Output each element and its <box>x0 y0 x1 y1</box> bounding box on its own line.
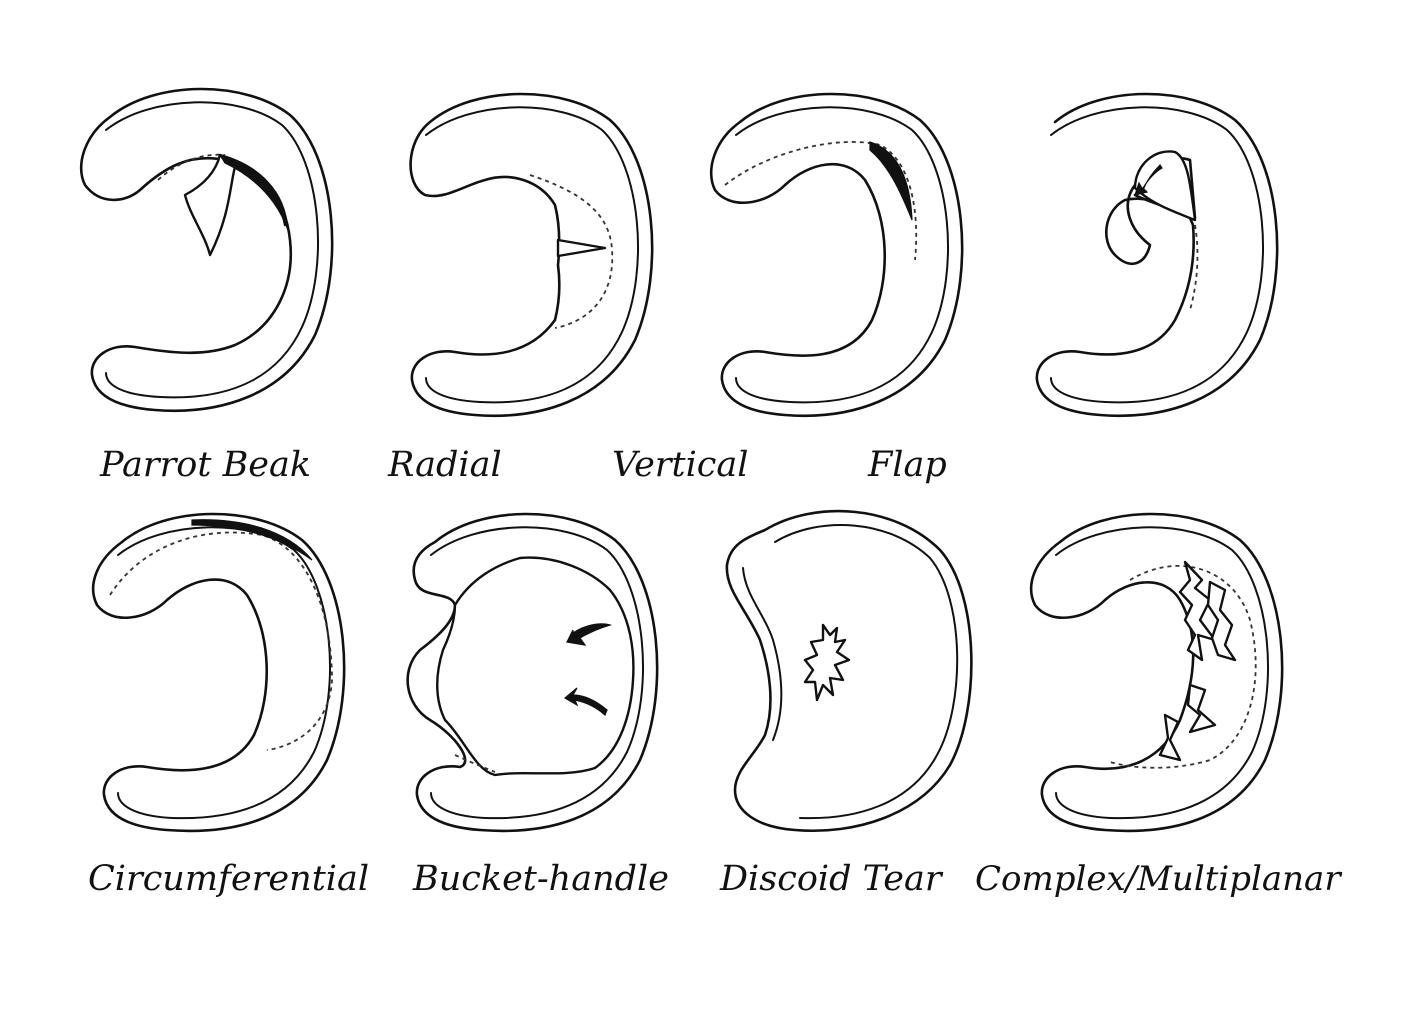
complex-multiplanar-meniscus-diagram <box>1020 500 1310 835</box>
radial-meniscus-diagram <box>390 80 680 425</box>
label-bucket-handle: Bucket-handle <box>413 859 669 899</box>
label-circumferential: Circumferential <box>88 859 370 899</box>
flap-meniscus-diagram <box>1015 80 1305 425</box>
label-parrot-beak: Parrot Beak <box>100 445 312 485</box>
label-flap: Flap <box>868 445 947 485</box>
vertical-meniscus-diagram <box>700 80 990 425</box>
label-vertical: Vertical <box>612 445 749 485</box>
bucket-handle-meniscus-diagram <box>395 500 685 835</box>
circumferential-meniscus-diagram <box>82 500 372 835</box>
label-radial: Radial <box>388 445 502 485</box>
label-discoid-tear: Discoid Tear <box>720 859 942 899</box>
label-complex-multiplanar: Complex/Multiplanar <box>975 859 1341 899</box>
discoid-tear-meniscus-diagram <box>705 500 995 835</box>
parrot-beak-meniscus-diagram <box>70 75 360 420</box>
